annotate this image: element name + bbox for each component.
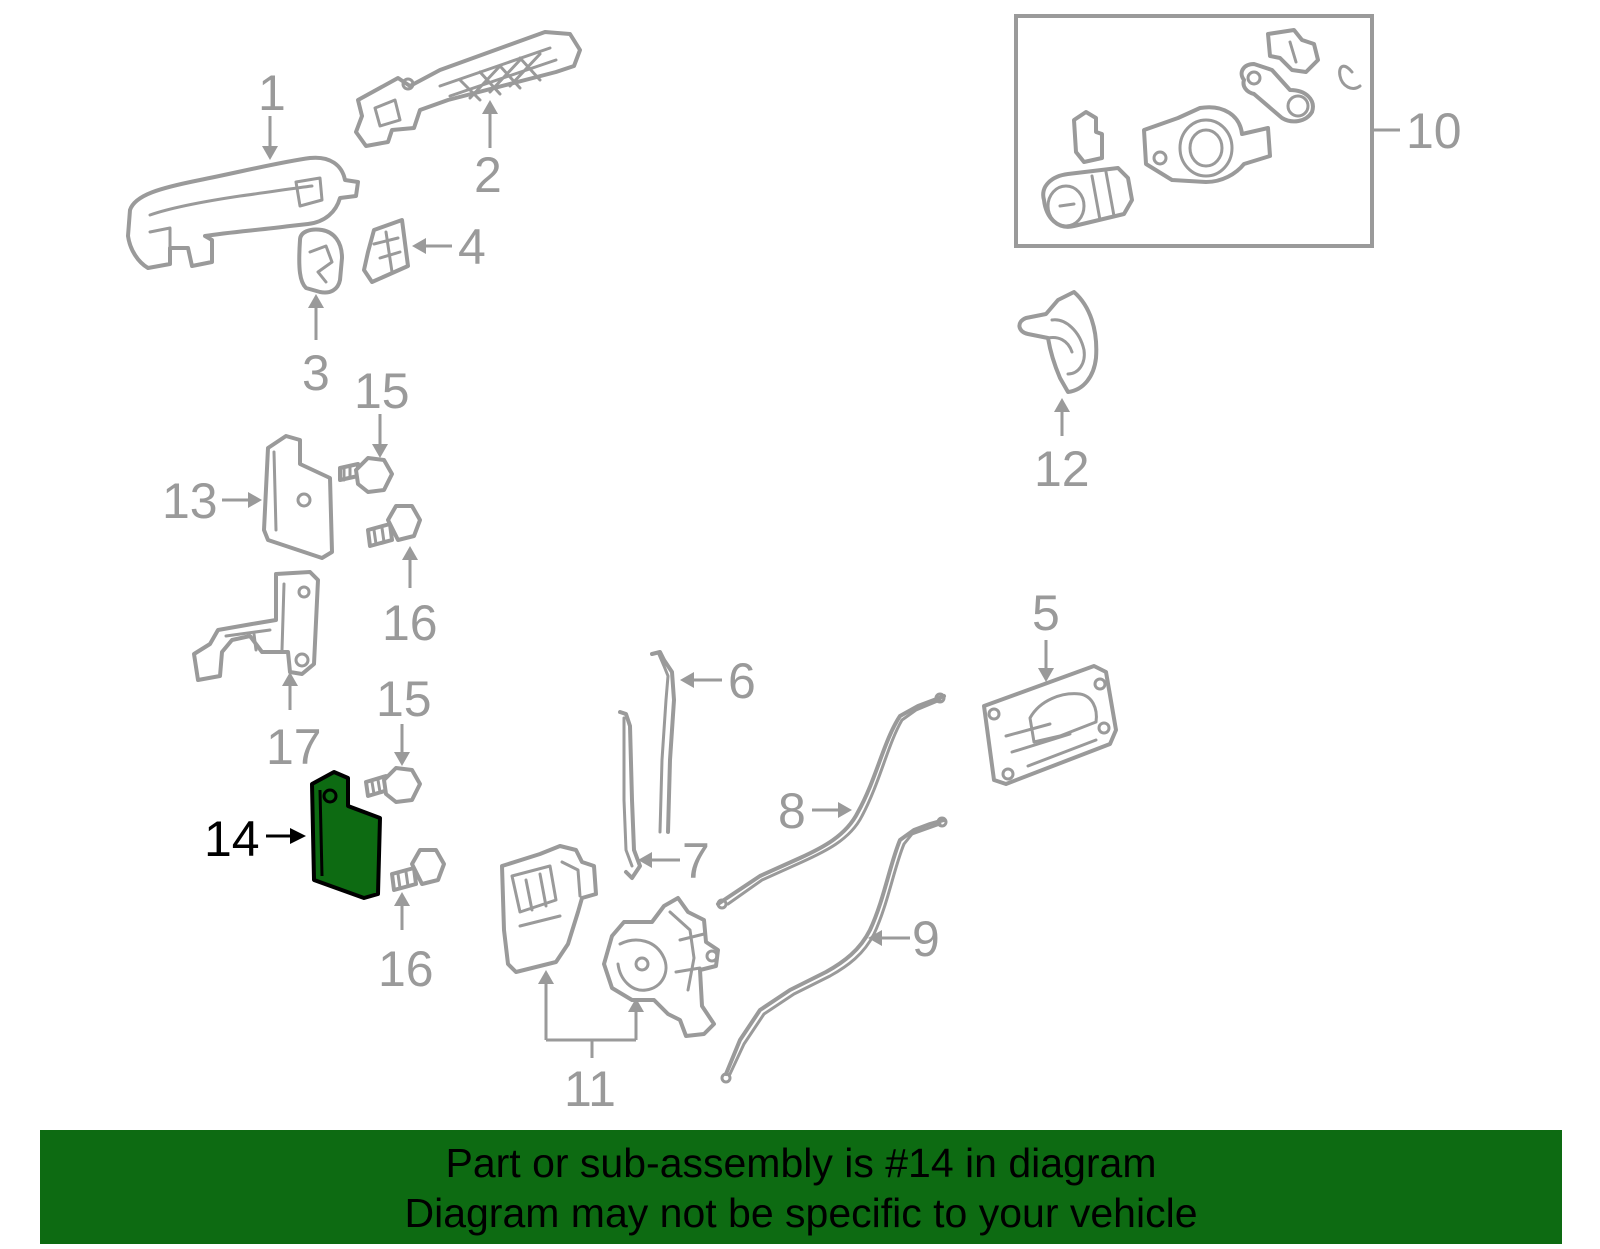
- part-16-screw-lower: [390, 848, 446, 892]
- part-10-lock-cylinder-kit: [1014, 14, 1374, 248]
- callout-1: 1: [258, 65, 286, 160]
- callout-2-label: 2: [474, 147, 502, 203]
- callout-10-label: 10: [1406, 103, 1462, 159]
- part-11-latch-assembly: [500, 844, 720, 1038]
- callout-4: 4: [412, 219, 486, 275]
- part-12-striker: [1017, 290, 1099, 394]
- callout-3: 3: [302, 294, 330, 401]
- callout-14: 14: [204, 811, 306, 867]
- callout-17-label: 17: [266, 719, 322, 775]
- part-6-rod: [650, 650, 676, 834]
- callout-11: 11: [538, 970, 644, 1117]
- callout-16b: 16: [378, 892, 434, 997]
- callout-10: 10: [1372, 103, 1462, 159]
- callout-11-label: 11: [564, 1061, 616, 1117]
- callout-16a: 16: [382, 546, 438, 651]
- part-7-rod: [618, 710, 642, 880]
- callout-16a-label: 16: [382, 595, 438, 651]
- callout-4-label: 4: [458, 219, 486, 275]
- part-17-check-link: [192, 570, 320, 682]
- callout-12-label: 12: [1034, 441, 1090, 497]
- callout-13: 13: [162, 473, 262, 529]
- part-8-cable: [716, 692, 946, 910]
- part-1-outside-handle: [126, 155, 360, 270]
- part-9-cable: [720, 816, 948, 1084]
- banner-line-1: Part or sub-assembly is #14 in diagram: [445, 1140, 1157, 1186]
- part-5-inside-handle: [982, 664, 1118, 786]
- callout-5: 5: [1032, 585, 1060, 682]
- callout-15a-label: 15: [354, 363, 410, 419]
- part-15-bolt-upper: [338, 456, 394, 494]
- part-14-bracket-highlighted: [310, 770, 382, 900]
- callout-6: 6: [680, 653, 756, 709]
- callout-13-label: 13: [162, 473, 218, 529]
- part-2-handle-frame: [354, 30, 582, 148]
- part-13-bracket-plate: [262, 434, 334, 560]
- part-16-screw-upper: [366, 504, 422, 548]
- part-4-gasket: [362, 218, 410, 284]
- callout-9-label: 9: [912, 911, 940, 967]
- callout-17: 17: [266, 672, 322, 775]
- callout-7: 7: [638, 833, 710, 889]
- callout-14-label: 14: [204, 811, 260, 867]
- callout-15a: 15: [354, 363, 410, 458]
- callout-15b-label: 15: [376, 671, 432, 727]
- banner-line-2: Diagram may not be specific to your vehi…: [404, 1190, 1198, 1236]
- callout-7-label: 7: [682, 833, 710, 889]
- part-15-bolt-lower: [364, 766, 422, 804]
- callout-5-label: 5: [1032, 585, 1060, 641]
- callout-2: 2: [474, 100, 502, 203]
- callout-1-label: 1: [258, 65, 286, 121]
- callout-16b-label: 16: [378, 941, 434, 997]
- callout-9: 9: [868, 911, 940, 967]
- callout-3-label: 3: [302, 345, 330, 401]
- callout-8: 8: [778, 783, 852, 839]
- callout-8-label: 8: [778, 783, 806, 839]
- callout-15b: 15: [376, 671, 432, 766]
- callout-6-label: 6: [728, 653, 756, 709]
- callout-12: 12: [1034, 398, 1090, 497]
- part-3-handle-cap: [297, 227, 344, 295]
- info-banner: Part or sub-assembly is #14 in diagram D…: [40, 1130, 1562, 1244]
